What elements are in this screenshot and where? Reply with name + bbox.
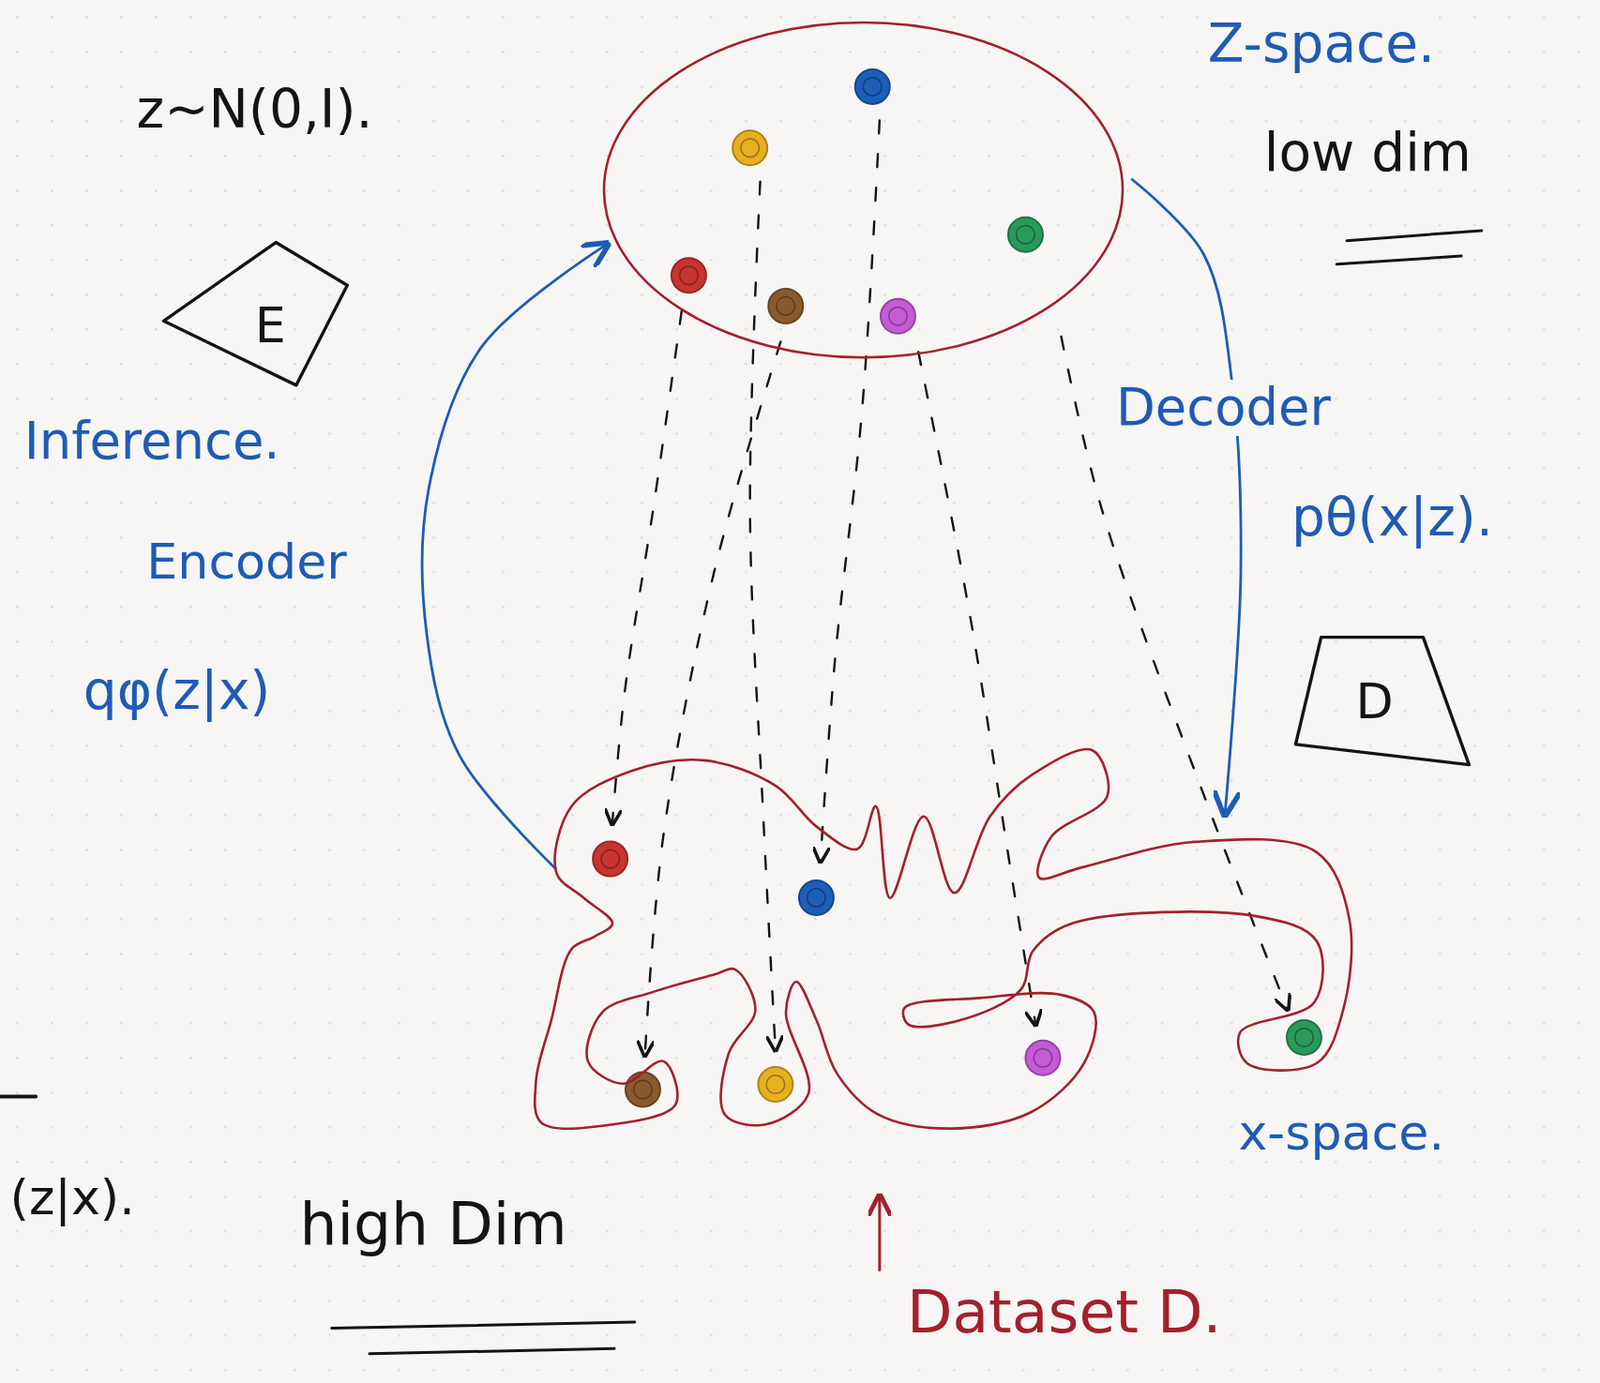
underline [1336,256,1462,265]
sample-dot [671,257,707,293]
mapping-dash [612,311,682,825]
mapping-dash [645,341,782,1057]
dataset-label: Dataset D. [903,1280,1226,1345]
mapping-dash [1061,336,1289,1011]
region-note: low dim [1260,122,1476,182]
decoder-trapezoid: D [1290,630,1475,771]
sample-dot [855,69,891,105]
sample-dot [625,1071,661,1107]
latent-space-ellipse: Z-space.low dim [602,20,1125,360]
sample-dot [768,288,803,324]
flow-arrow [422,243,608,869]
underline [369,1348,615,1354]
data-manifold-blob: x-space. [530,750,1358,1133]
formula-fragment: (z|x). [6,1171,139,1225]
distribution-label: qφ(z|x) [79,661,275,720]
distribution-label: pθ(x|z). [1287,487,1497,546]
underline [1346,230,1482,242]
sample-dot [799,880,834,916]
sample-dot [732,130,768,166]
data-manifold-blob-outline [530,750,1358,1133]
mapping-dashes [612,120,1288,1057]
sample-dot [1286,1020,1322,1056]
region-title: x-space. [1234,1106,1449,1161]
sample-dot [757,1067,793,1102]
flow-arrow [1132,180,1241,816]
pointer-arrow [877,1195,881,1270]
symbol-letter: E [251,299,290,353]
symbol-letter: D [1351,675,1397,729]
mapping-dash [820,120,880,862]
latent-dots [671,69,1043,334]
edge-stroke [0,1095,36,1100]
data-dots [592,842,1322,1108]
process-label: Inference. [20,413,285,470]
sample-dot [1025,1041,1060,1076]
dimension-note: high Dim [296,1192,572,1257]
sample-dot [592,842,628,877]
process-label: Decoder [1112,379,1335,437]
encoder-trapezoid: E [158,236,353,390]
underline [332,1322,635,1329]
process-label: Encoder [142,535,351,589]
region-title: Z-space. [1204,14,1439,73]
sample-dot [1008,217,1043,253]
mapping-dash [918,351,1036,1026]
prior-formula: z~N(0,I). [132,79,377,138]
latent-space-ellipse-outline [602,20,1125,360]
sample-dot [880,299,916,334]
